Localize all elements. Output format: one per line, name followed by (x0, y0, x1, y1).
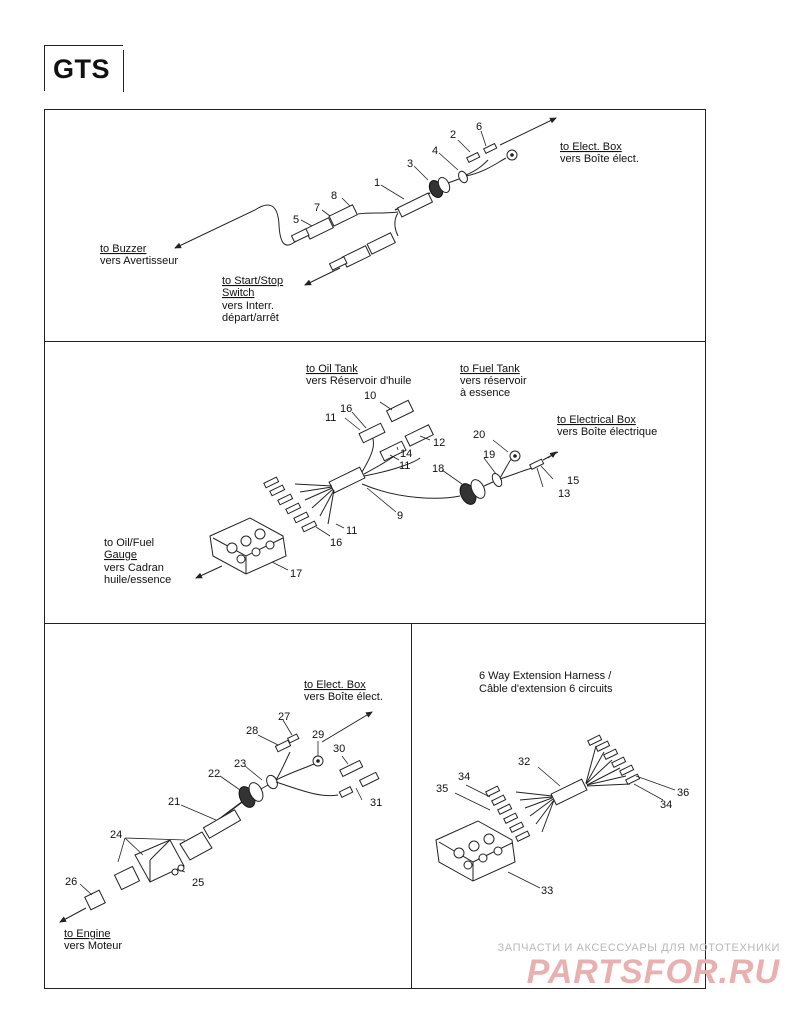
callout: 17 (290, 568, 302, 580)
label-elect-box-fr: vers Boîte élect. (304, 691, 383, 703)
panel-3-callouts: 21 22 23 24 25 26 27 28 29 30 31 (65, 711, 382, 889)
panel-1-harness (174, 117, 557, 286)
callout: 33 (541, 885, 553, 897)
callout: 1 (374, 177, 380, 189)
label-fuel-tank-fr1: vers réservoir (460, 375, 527, 387)
callout: 15 (567, 475, 579, 487)
callout: 34 (458, 771, 470, 783)
diagram-frame (44, 109, 706, 989)
label-oil-tank-en: to Oil Tank (306, 363, 358, 375)
callout: 14 (400, 448, 412, 460)
callout: 34 (660, 799, 672, 811)
label-gauge-en2: Gauge (104, 549, 137, 561)
label-startstop-en1: to Start/Stop (222, 275, 283, 287)
callout: 9 (397, 510, 403, 522)
callout: 19 (483, 449, 495, 461)
callout: 29 (312, 729, 324, 741)
callout: 11 (399, 460, 410, 472)
label-startstop-en2: Switch (222, 287, 254, 299)
callout: 11 (346, 525, 357, 537)
label-extension-title-en: 6 Way Extension Harness / (479, 670, 612, 682)
label-startstop-fr1: vers Interr. (222, 300, 274, 312)
callout: 2 (450, 129, 456, 141)
callout: 22 (208, 768, 220, 780)
callout: 16 (330, 537, 342, 549)
callout: 3 (407, 158, 413, 170)
callout: 6 (476, 121, 482, 133)
callout: 35 (436, 783, 448, 795)
panel-2-callouts: 9 10 11 11 11 12 13 14 15 16 16 17 18 19… (290, 390, 579, 580)
callout: 27 (278, 711, 290, 723)
panel-2-labels: to Oil Tank vers Réservoir d'huile to Fu… (104, 363, 657, 586)
callout: 24 (110, 829, 122, 841)
callout: 4 (432, 145, 438, 157)
callout: 31 (370, 797, 382, 809)
label-fuel-tank-fr2: à essence (460, 387, 510, 399)
callout: 13 (558, 488, 570, 500)
panel-3-labels: to Elect. Box vers Boîte élect. to Engin… (64, 679, 383, 952)
label-gauge-fr2: huile/essence (104, 574, 171, 586)
label-electrical-box-en: to Electrical Box (557, 414, 636, 426)
label-elect-box-en: to Elect. Box (304, 679, 366, 691)
callout: 36 (677, 787, 689, 799)
model-code: GTS (53, 54, 111, 84)
panel-3-harness (59, 711, 380, 923)
label-gauge-fr1: vers Cadran (104, 562, 164, 574)
callout: 30 (333, 743, 345, 755)
label-oil-tank-fr: vers Réservoir d'huile (306, 375, 411, 387)
label-extension-title-fr: Câble d'extension 6 circuits (479, 683, 613, 695)
label-fuel-tank-en: to Fuel Tank (460, 363, 520, 375)
panel-4-harness (435, 734, 676, 889)
label-engine-en: to Engine (64, 928, 110, 940)
panel-4-callouts: 32 33 34 34 35 36 (436, 756, 689, 897)
callout: 10 (364, 390, 376, 402)
callout: 7 (314, 202, 320, 214)
watermark-tagline: ЗАПЧАСТИ И АКСЕССУАРЫ ДЛЯ МОТОТЕХНИКИ (497, 942, 780, 954)
label-engine-fr: vers Moteur (64, 940, 122, 952)
callout: 25 (192, 877, 204, 889)
callout: 11 (325, 412, 336, 424)
watermark-logo: PARTSFOR.RU (526, 953, 780, 991)
callout: 28 (246, 725, 258, 737)
callout: 18 (432, 463, 444, 475)
panel-1-labels: to Elect. Box vers Boîte élect. to Buzze… (100, 141, 639, 324)
panel-2-harness (195, 399, 559, 579)
label-buzzer-fr: vers Avertisseur (100, 255, 178, 267)
callout: 21 (168, 796, 180, 808)
watermark: ЗАПЧАСТИ И АКСЕССУАРЫ ДЛЯ МОТОТЕХНИКИ PA… (490, 942, 780, 990)
panel-1-callouts: 1 2 3 4 5 6 7 8 (293, 121, 482, 226)
callout: 23 (234, 758, 246, 770)
panel-4-labels: 6 Way Extension Harness / Câble d'extens… (479, 670, 613, 695)
label-startstop-fr2: départ/arrêt (222, 312, 279, 324)
callout: 12 (433, 437, 445, 449)
callout: 32 (518, 756, 530, 768)
label-buzzer-en: to Buzzer (100, 243, 147, 255)
callout: 16 (340, 403, 352, 415)
callout: 8 (331, 190, 337, 202)
model-code-box: GTS (44, 45, 124, 92)
label-elect-box-fr: vers Boîte élect. (560, 153, 639, 165)
label-gauge-en1: to Oil/Fuel (104, 537, 154, 549)
label-elect-box-en: to Elect. Box (560, 141, 622, 153)
label-electrical-box-fr: vers Boîte électrique (557, 426, 657, 438)
callout: 20 (473, 429, 485, 441)
callout: 5 (293, 214, 299, 226)
callout: 26 (65, 876, 77, 888)
